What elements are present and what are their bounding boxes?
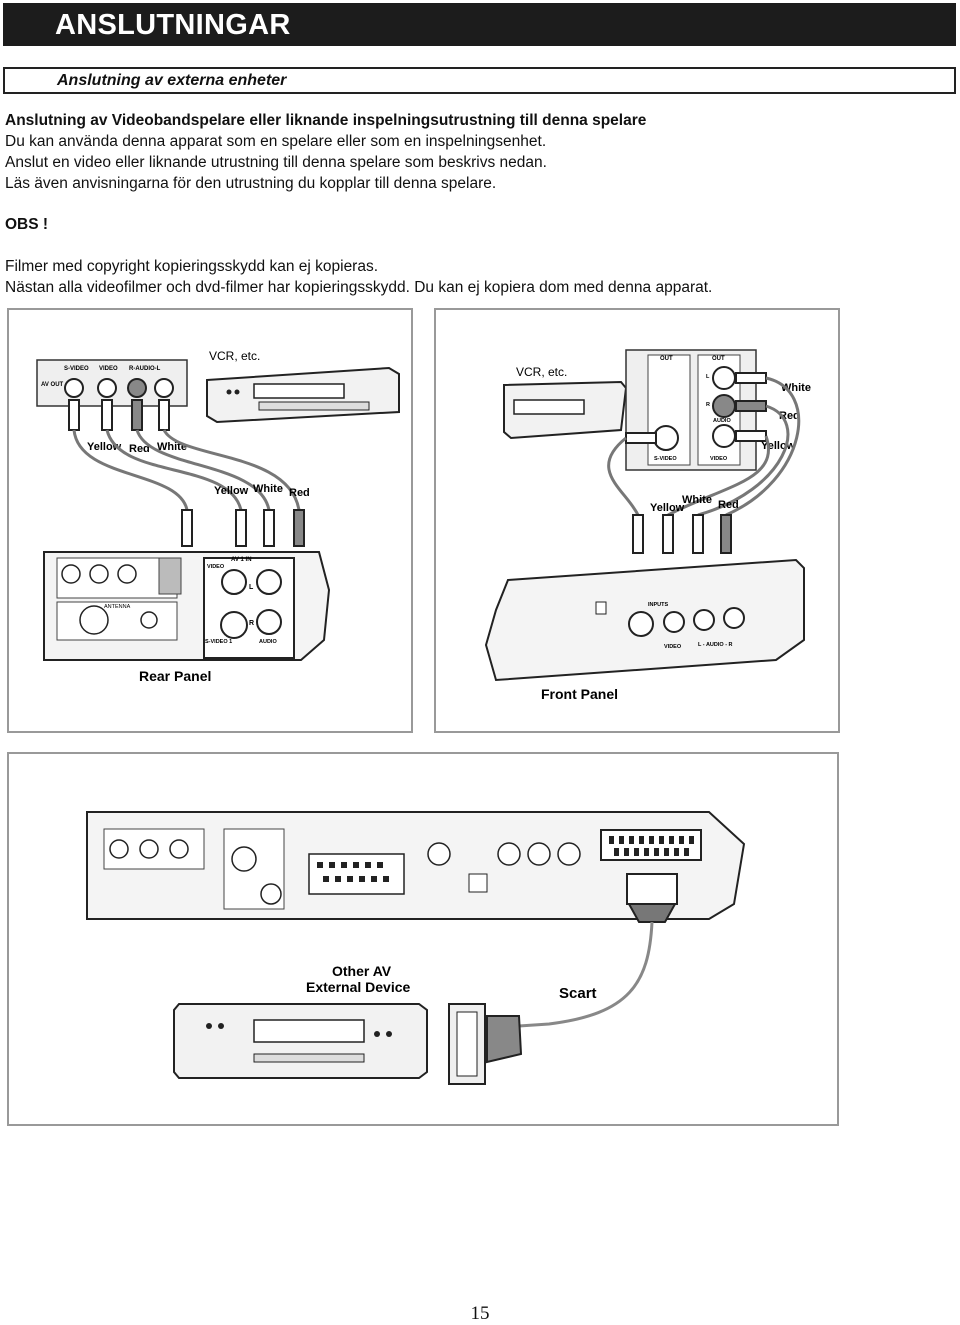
device-label: External Device xyxy=(306,979,410,995)
player-plugs xyxy=(181,509,305,547)
rear-panel-caption: Rear Panel xyxy=(139,668,211,684)
vcr-device-icon xyxy=(206,366,400,424)
scart-plug-icon xyxy=(626,873,678,923)
av-cables xyxy=(607,376,801,517)
vcr-device-icon xyxy=(503,380,628,440)
player-plugs xyxy=(632,514,732,554)
color-label: White xyxy=(682,494,712,506)
av-out-label: AV OUT xyxy=(41,382,64,388)
out-label: OUT xyxy=(712,356,725,362)
device-scart-connector xyxy=(448,1003,523,1085)
vcr-jacks xyxy=(64,378,174,398)
l-label: L xyxy=(249,584,254,591)
header-bar: ANSLUTNINGAR xyxy=(3,3,956,46)
page-number: 15 xyxy=(470,1303,490,1324)
color-label: Yellow xyxy=(650,502,685,514)
external-device-icon xyxy=(173,1003,428,1079)
note-text: Filmer med copyright kopieringsskydd kan… xyxy=(5,256,955,298)
player-rear-panel xyxy=(43,551,331,661)
player-front-panel xyxy=(484,558,805,682)
vcr-plugs xyxy=(68,399,170,431)
video-label: VIDEO xyxy=(207,564,225,570)
av-cables xyxy=(72,429,301,511)
intro-heading: Anslutning av Videobandspelare eller lik… xyxy=(5,112,647,129)
rear-panel-diagram: VCR, etc. AV OUT S-VIDEO VIDEO R-AUDIO-L… xyxy=(36,349,400,684)
color-label: Red xyxy=(289,487,310,499)
antenna-label: ANTENNA xyxy=(104,604,131,610)
audio-label: AUDIO xyxy=(259,639,277,645)
audio-label: AUDIO xyxy=(713,418,731,424)
color-label: Yellow xyxy=(214,485,249,497)
s-video-label: S-VIDEO xyxy=(654,456,677,462)
vcr-label: VCR, etc. xyxy=(209,349,260,363)
vcr-label: VCR, etc. xyxy=(516,365,567,379)
section-box: Anslutning av externa enheter xyxy=(3,67,956,94)
cable-label: Scart xyxy=(559,985,597,1002)
scart-diagram: Other AV External Device Scart xyxy=(86,811,746,1085)
figure-scart: Other AV External Device Scart xyxy=(7,752,839,1126)
note-heading: OBS ! xyxy=(5,216,49,233)
video-label: VIDEO xyxy=(664,644,682,650)
page-title: ANSLUTNINGAR xyxy=(55,9,291,41)
color-label: Red xyxy=(718,499,739,511)
s-video-label: S-VIDEO 1 xyxy=(205,639,232,645)
intro-line: Läs även anvisningarna för den utrustnin… xyxy=(5,175,497,192)
r-label: R xyxy=(706,402,710,408)
video-label: VIDEO xyxy=(710,456,728,462)
av1-in-label: AV 1 IN xyxy=(231,557,252,563)
intro-line: Anslut en video eller liknande utrustnin… xyxy=(5,154,547,171)
player-rear-panel xyxy=(86,811,746,920)
front-panel-diagram: VCR, etc. OUT OUT S-VIDEO VIDEO AUDIO L … xyxy=(484,349,811,702)
intro-line: Du kan använda denna apparat som en spel… xyxy=(5,133,547,150)
s-video-label: S-VIDEO xyxy=(64,366,89,372)
note-line: Filmer med copyright kopieringsskydd kan… xyxy=(5,258,379,275)
color-label: White xyxy=(253,483,283,495)
scart-cable xyxy=(518,921,654,1028)
color-label: Red xyxy=(129,443,150,455)
intro-block: Anslutning av Videobandspelare eller lik… xyxy=(5,110,955,194)
figure-rear-panel: VCR, etc. AV OUT S-VIDEO VIDEO R-AUDIO-L… xyxy=(7,308,413,733)
audio-label: L - AUDIO - R xyxy=(698,642,733,648)
video-label: VIDEO xyxy=(99,366,118,372)
figure-front-panel: VCR, etc. OUT OUT S-VIDEO VIDEO AUDIO L … xyxy=(434,308,840,733)
r-label: R xyxy=(249,620,254,627)
device-label: Other AV xyxy=(332,963,392,979)
out-label: OUT xyxy=(660,356,673,362)
audio-label: R-AUDIO-L xyxy=(129,366,161,372)
inputs-label: INPUTS xyxy=(648,602,669,608)
section-title: Anslutning av externa enheter xyxy=(57,72,287,89)
note-block: OBS ! xyxy=(5,214,955,235)
note-line: Nästan alla videofilmer och dvd-filmer h… xyxy=(5,279,713,296)
l-label: L xyxy=(706,374,710,380)
front-panel-caption: Front Panel xyxy=(541,686,618,702)
